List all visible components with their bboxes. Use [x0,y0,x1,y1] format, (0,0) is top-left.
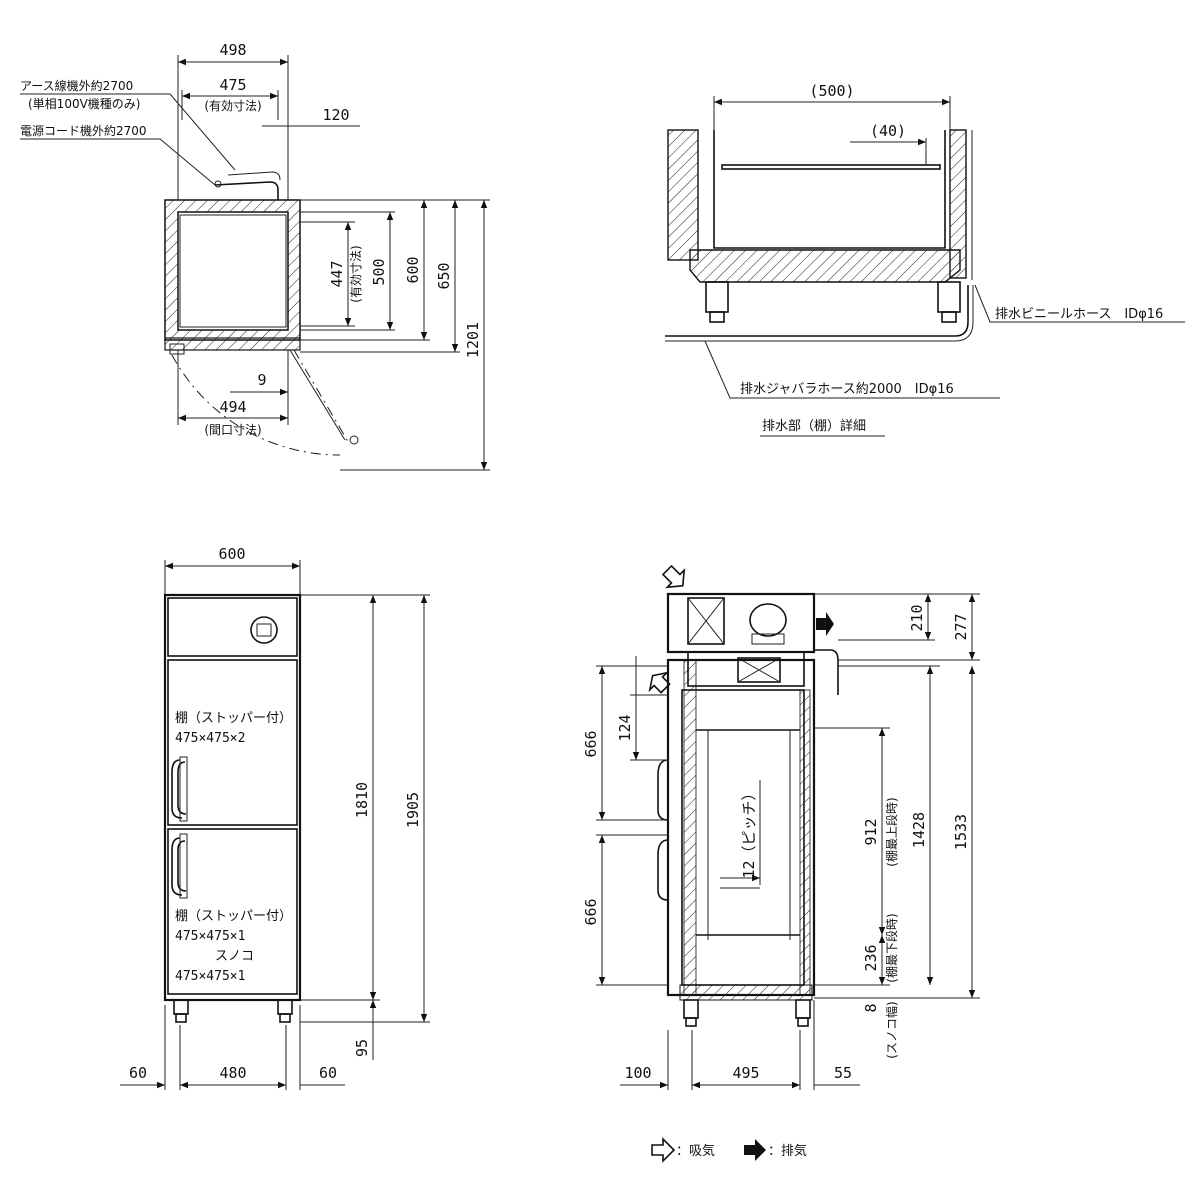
side-dim-124: 124 [616,714,634,741]
side-dim-100: 100 [624,1064,651,1082]
side-dim-236: 236 [862,944,880,971]
dim-500-paren: (500) [809,82,854,100]
legend-intake: ：吸気 [676,1143,715,1159]
front-dim-60-left: 60 [129,1064,147,1082]
front-dim-480: 480 [219,1064,246,1082]
front-dim-1810: 1810 [353,782,371,818]
dim-600: 600 [404,256,422,283]
legend-exhaust: ：排気 [768,1143,807,1159]
dim-498: 498 [219,41,246,59]
top-view: 498 475 (有効寸法) 120 アース線機外約2700 (単相100V機種… [20,41,490,471]
dim-447-note: (有効寸法) [348,245,363,302]
dim-475: 475 [219,76,246,94]
front-dim-95: 95 [353,1039,371,1057]
note-earth-wire-sub: (単相100V機種のみ) [28,96,140,111]
dim-447: 447 [328,260,346,287]
drain-detail: (500) (40) 排水ビニールホース IDφ16 排水ジャバラホース約200… [665,82,1185,437]
dim-120: 120 [322,106,349,124]
note-power-cord: 電源コード機外約2700 [20,123,147,138]
side-dim-8: 8 [862,1003,880,1012]
bellows-hose-label: 排水ジャバラホース約2000 IDφ16 [740,382,954,397]
dim-494: 494 [219,398,246,416]
upper-shelf-line1: 棚（ストッパー付） [175,711,292,726]
side-dim-495: 495 [732,1064,759,1082]
dim-475-note: (有効寸法) [204,98,261,113]
side-dim-8-note: (スノコ幅) [884,1001,899,1058]
front-view: 600 棚（ストッパー付） 475×475×2 棚（ストッパー付） 475×47… [120,545,430,1090]
side-dim-55: 55 [834,1064,852,1082]
side-dim-912: 912 [862,818,880,845]
side-dim-666-bottom: 666 [582,898,600,925]
side-dim-210: 210 [908,604,926,631]
side-view: 210 277 912 (棚最上段時) 1428 1533 236 (棚最下段時… [582,564,980,1090]
side-dim-1533: 1533 [952,814,970,850]
sunoko-line1: スノコ [215,949,254,964]
dim-494-note: (間口寸法) [204,423,261,437]
upper-shelf-line2: 475×475×2 [175,731,245,746]
side-dim-277: 277 [952,613,970,640]
front-dim-60-right: 60 [319,1064,337,1082]
intake-arrow-icon [651,1137,676,1163]
drain-detail-title: 排水部（棚）詳細 [762,418,866,434]
side-dim-912-note: (棚最上段時) [884,797,899,866]
exhaust-arrow-icon [744,1139,766,1161]
dim-40-paren: (40) [870,122,906,140]
side-dim-666-top: 666 [582,730,600,757]
dim-9: 9 [257,371,266,389]
front-dim-1905: 1905 [404,792,422,828]
sunoko-line2: 475×475×1 [175,969,245,984]
side-dim-1428: 1428 [910,812,928,848]
dim-1201: 1201 [464,322,482,358]
dim-650: 650 [435,262,453,289]
lower-shelf-line2: 475×475×1 [175,929,245,944]
front-dim-600: 600 [218,545,245,563]
lower-shelf-line1: 棚（ストッパー付） [175,909,292,924]
note-earth-wire: アース線機外約2700 [20,78,133,93]
vinyl-hose-label: 排水ビニールホース IDφ16 [995,307,1163,322]
side-dim-236-note: (棚最下段時) [884,913,899,982]
side-dim-pitch: 12（ピッチ） [740,785,758,878]
legend: ：吸気 ：排気 [651,1137,807,1163]
dim-500: 500 [370,258,388,285]
